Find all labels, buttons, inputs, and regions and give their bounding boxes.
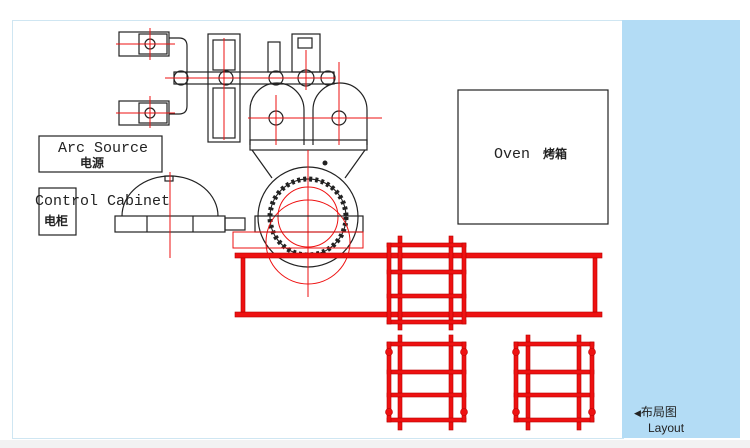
control-cabinet-label-cn: 电柜	[44, 213, 68, 228]
vacuum-chamber	[232, 150, 364, 297]
layout-legend: ◀布局图 Layout	[634, 405, 684, 436]
cart-1	[386, 235, 467, 331]
cart-3	[512, 334, 596, 431]
sensor-dot	[322, 160, 328, 166]
control-cabinet-label: Control Cabinet	[35, 193, 170, 210]
triangle-left-icon: ◀	[634, 408, 641, 418]
legend-title-en: Layout	[648, 421, 685, 435]
vertical-pump	[207, 33, 241, 143]
oven-label: Oven	[494, 146, 530, 163]
funnel	[251, 149, 366, 179]
oven-box	[457, 89, 609, 225]
pump-unit-top	[116, 28, 175, 60]
arc-source-label-cn: 电源	[80, 155, 104, 170]
twin-targets	[248, 62, 382, 151]
arc-source-box	[38, 135, 163, 173]
pump-unit-bottom	[116, 96, 175, 128]
cart-2	[385, 334, 468, 431]
valve-column	[267, 41, 281, 73]
rail-track	[234, 252, 603, 318]
control-cabinet-box	[38, 187, 77, 236]
valve-unit	[291, 33, 321, 90]
door-dome	[114, 172, 246, 258]
legend-title-cn: 布局图	[640, 405, 677, 419]
pipe-loop	[169, 37, 188, 115]
oven-label-cn: 烤箱	[543, 146, 567, 161]
arc-source-label: Arc Source	[58, 140, 148, 157]
bottom-strip	[0, 440, 750, 448]
side-panel	[622, 20, 740, 438]
